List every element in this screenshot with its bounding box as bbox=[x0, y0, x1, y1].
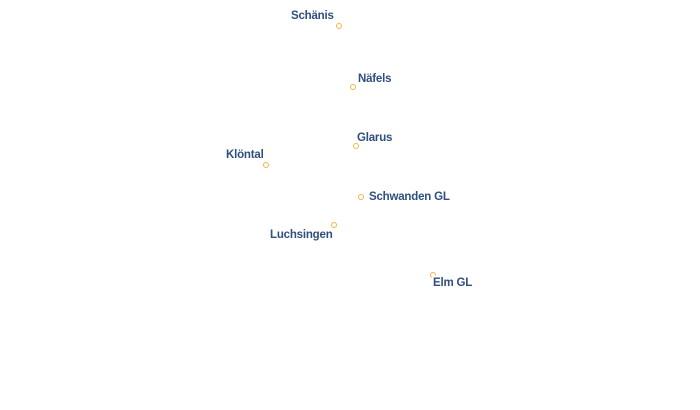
place-label: Elm GL bbox=[433, 277, 473, 289]
place-dot[interactable] bbox=[357, 193, 364, 200]
place-dot[interactable] bbox=[352, 142, 359, 149]
place-label: Schänis bbox=[291, 10, 334, 22]
place-dot[interactable] bbox=[349, 83, 356, 90]
place-label: Glarus bbox=[357, 132, 393, 144]
place-dot[interactable] bbox=[262, 161, 269, 168]
place-dot[interactable] bbox=[335, 22, 342, 29]
place-dot[interactable] bbox=[429, 271, 436, 278]
place-dot[interactable] bbox=[330, 221, 337, 228]
place-label: Klöntal bbox=[226, 149, 264, 161]
place-label: Schwanden GL bbox=[369, 191, 450, 203]
place-label: Luchsingen bbox=[270, 229, 333, 241]
place-label: Näfels bbox=[358, 73, 392, 85]
